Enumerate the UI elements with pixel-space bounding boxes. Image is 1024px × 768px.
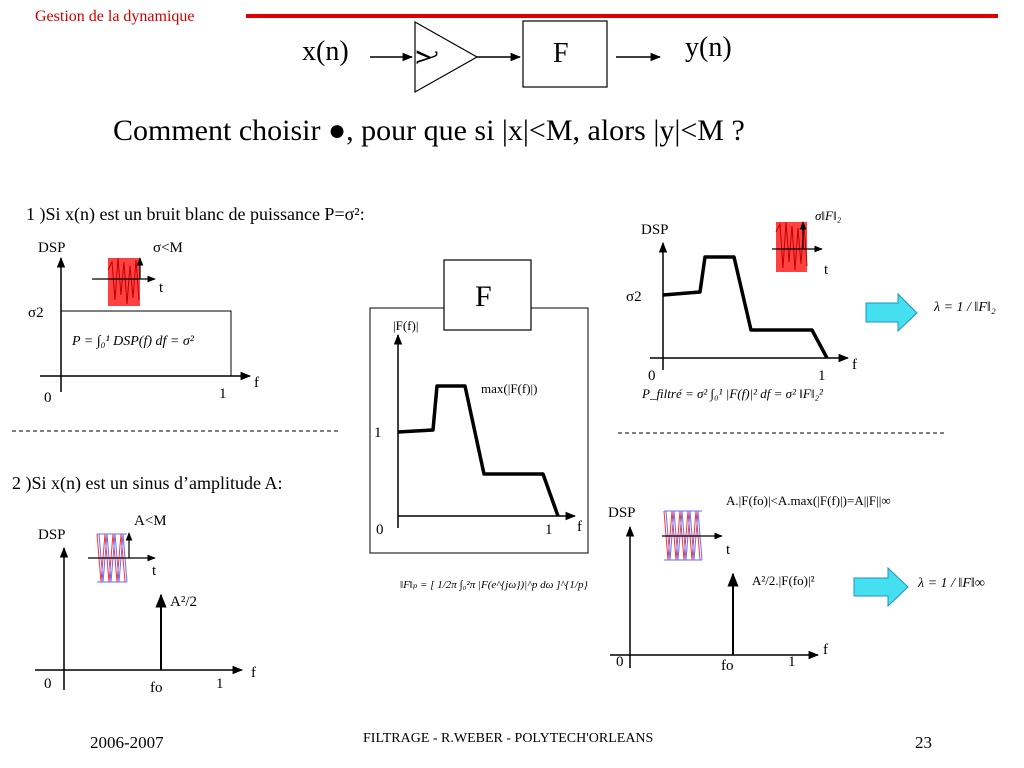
filter-xlabel: f <box>577 519 582 535</box>
gain-triangle <box>414 20 479 94</box>
c2r-peak-label: A²/2.|F(fo)|² <box>752 573 815 588</box>
c2r-x0: 0 <box>616 654 624 670</box>
filter-response <box>397 384 560 517</box>
c1r-inset-t: t <box>824 262 829 278</box>
c2r-ylabel: DSP <box>608 505 636 521</box>
c1r-ylabel: DSP <box>641 222 669 238</box>
slide-header: Gestion de la dynamique <box>35 8 195 25</box>
filter-y1: 1 <box>374 425 382 441</box>
c1-block-arrow <box>865 292 918 333</box>
c1l-level: σ2 <box>28 305 44 321</box>
c2r-top-note: A.|F(fo)|<A.max(|F(f)|)=A||F||∞ <box>726 493 891 508</box>
c1l-xlabel: f <box>254 375 259 391</box>
filter-box-chain <box>522 20 608 88</box>
c1l-x0: 0 <box>44 390 52 406</box>
filter-box-centre <box>443 259 532 331</box>
c2l-x0: 0 <box>44 676 52 692</box>
c2r-fo: fo <box>721 658 734 674</box>
case2-heading: 2 )Si x(n) est un sinus d’amplitude A: <box>12 473 283 493</box>
c1l-dsp-flat <box>60 310 232 377</box>
c1r-xlabel: f <box>852 357 857 373</box>
main-question: Comment choisir ●, pour que si |x|<M, al… <box>113 114 745 147</box>
c2l-peak-label: A²/2 <box>170 594 197 610</box>
c1l-ylabel: DSP <box>38 240 66 256</box>
c1l-inset-label: σ<M <box>153 240 183 256</box>
filter-box-label: F <box>475 280 492 313</box>
c2l-inset-t: t <box>152 563 157 579</box>
filter-max-label: max(|F(f)|) <box>481 381 538 396</box>
c2-block-arrow <box>853 566 909 608</box>
filter-chain-label: F <box>553 38 569 69</box>
c1r-formula: P_filtré = σ² ∫₀¹ |F(f)|² df = σ² ‖F‖₂² <box>642 386 823 401</box>
c2l-ylabel: DSP <box>38 527 66 543</box>
output-signal-label: y(n) <box>685 32 732 63</box>
c1r-filtered-dsp <box>662 255 829 359</box>
c2r-inset-t: t <box>726 542 731 558</box>
c2r-xlabel: f <box>823 642 828 658</box>
c2l-xlabel: f <box>251 665 256 681</box>
filter-x1: 1 <box>545 522 553 538</box>
filter-ylabel: |F(f)| <box>393 318 419 333</box>
c2r-x1: 1 <box>788 654 796 670</box>
c1r-level: σ2 <box>626 289 642 305</box>
footer-course: FILTRAGE - R.WEBER - POLYTECH'ORLEANS <box>363 731 654 746</box>
footer-year: 2006-2007 <box>90 733 164 752</box>
c1l-x1: 1 <box>219 386 227 402</box>
c2-result: λ = 1 / ‖F‖∞ <box>918 576 985 591</box>
c2l-fo: fo <box>150 680 163 696</box>
header-rule <box>246 14 998 18</box>
footer-page-number: 23 <box>915 733 932 752</box>
c1r-noise-inset <box>772 221 823 272</box>
c2l-inset-label: A<M <box>134 513 167 529</box>
c1-result: λ = 1 / ‖F‖₂ <box>934 300 996 315</box>
c1r-x0: 0 <box>648 368 656 384</box>
c2r-sine-inset <box>662 510 723 561</box>
case1-heading: 1 )Si x(n) est un bruit blanc de puissan… <box>26 204 365 224</box>
c1l-noise-inset <box>92 257 156 306</box>
filter-x0: 0 <box>376 522 384 538</box>
c2l-sine-inset <box>88 532 156 583</box>
c1l-formula: P = ∫₀¹ DSP(f) df = σ² <box>72 334 194 349</box>
c1r-x1: 1 <box>818 368 826 384</box>
input-signal-label: x(n) <box>302 36 349 67</box>
c1r-inset-label: σ‖F‖₂ <box>815 208 842 223</box>
c2l-x1: 1 <box>216 676 224 692</box>
norm-formula: ‖F‖ₚ = [ 1/2π ∫₀²π |F(e^{jω})|^p dω ]^{1… <box>400 579 588 591</box>
c1l-inset-t: t <box>159 280 164 296</box>
gain-symbol: λ <box>409 49 443 65</box>
